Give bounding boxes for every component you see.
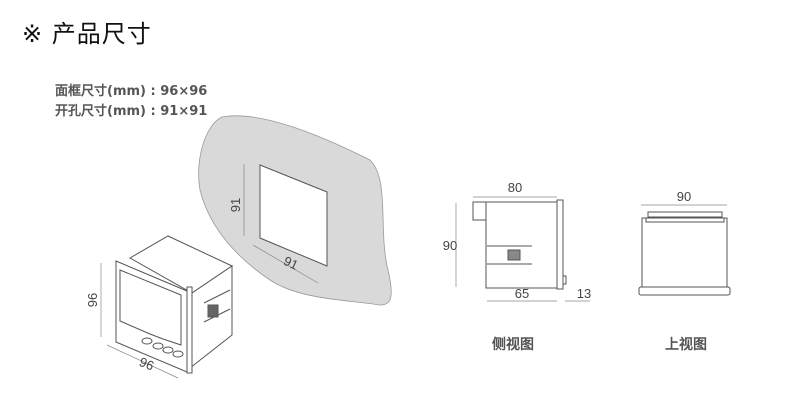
cutout-hole <box>259 164 328 267</box>
side-view-caption: 侧视图 <box>492 337 534 353</box>
panel-size-spec: 面框尺寸(mm) : 96×96 <box>55 84 208 99</box>
page-title: ※ 产品尺寸 <box>22 20 152 48</box>
side-view-drawing <box>472 199 567 290</box>
side-front-thickness-label: 13 <box>577 286 591 301</box>
top-view-drawing <box>638 211 731 296</box>
meter-dimension-lines <box>100 263 179 379</box>
cutout-dimension-lines <box>243 164 319 284</box>
side-view-dimension-lines <box>455 196 590 302</box>
side-height-label: 90 <box>443 238 457 253</box>
side-body-depth-label: 65 <box>515 286 529 301</box>
cutout-height-label: 91 <box>228 198 243 212</box>
meter-width-label: 96 <box>137 354 156 373</box>
cutout-width-label: 91 <box>281 253 300 273</box>
top-width-label: 90 <box>677 189 691 204</box>
meter-height-label: 96 <box>85 293 100 307</box>
top-view-caption: 上视图 <box>665 337 707 353</box>
cutout-size-spec: 开孔尺寸(mm) : 91×91 <box>55 104 208 119</box>
meter-perspective <box>115 235 234 374</box>
side-depth-label: 80 <box>508 180 522 195</box>
